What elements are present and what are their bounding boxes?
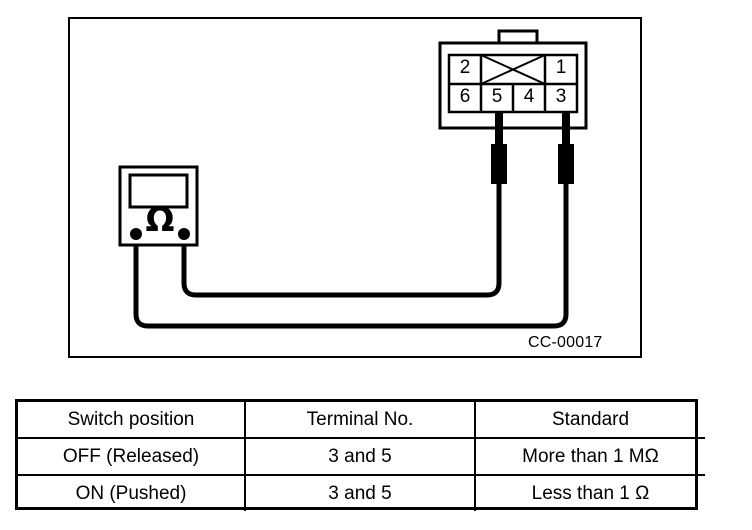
cell-terminal-on: 3 and 5 [244,474,476,511]
header-switch-position: Switch position [18,402,246,439]
figure-code-label: CC-00017 [528,334,603,351]
header-terminal-no: Terminal No. [244,402,476,439]
cell-standard-on: Less than 1 Ω [474,474,705,511]
connector-pin-2: 2 [459,57,471,78]
header-standard: Standard [474,402,705,439]
table-row: OFF (Released) 3 and 5 More than 1 MΩ [18,437,705,476]
ohm-symbol: Ω [145,200,175,240]
cell-terminal-off: 3 and 5 [244,437,476,476]
connector-pin-1: 1 [555,57,567,78]
table-row: ON (Pushed) 3 and 5 Less than 1 Ω [18,474,705,511]
connector-pin-4: 4 [523,86,535,107]
cell-switch-position-off: OFF (Released) [18,437,246,476]
connector-pin-5: 5 [491,86,503,107]
connector-pin-3: 3 [555,86,567,107]
connector-pin-6: 6 [459,86,471,107]
table-header-row: Switch position Terminal No. Standard [18,402,705,439]
specification-table: Switch position Terminal No. Standard OF… [15,399,705,511]
cell-switch-position-on: ON (Pushed) [18,474,246,511]
cell-standard-off: More than 1 MΩ [474,437,705,476]
